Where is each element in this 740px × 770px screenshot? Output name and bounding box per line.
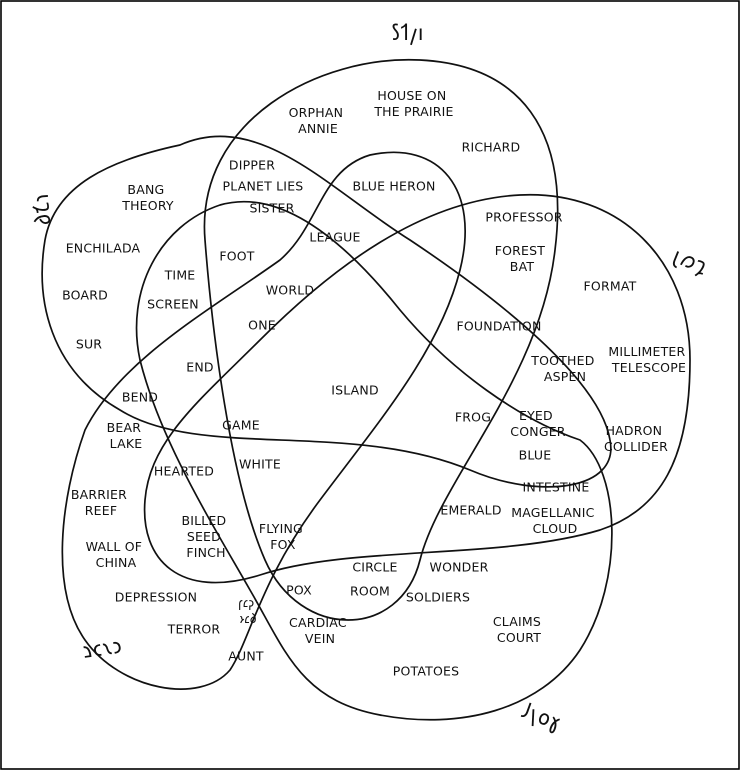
region-label: FORMAT [584,279,637,294]
region-label: ORPHAN ANNIE [289,105,348,136]
region-label: 𐑞𐑲𐑬 𐑒𐑲𐑓 [235,598,256,629]
region-label: BILLED SEED FINCH [181,513,230,560]
region-label: HOUSE ON THE PRAIRIE [373,88,453,119]
region-label: ONE [248,318,276,333]
region-label: END [186,360,213,375]
region-label: PROFESSOR [485,210,562,225]
region-label: HEARTED [154,464,214,479]
set-curve-left [41,135,612,488]
region-label: POTATOES [393,664,460,679]
region-label: TERROR [167,622,221,637]
region-label: EYED CONGER [510,408,566,439]
set-curve-top [203,58,559,621]
region-label: FLYING FOX [259,521,307,552]
region-label: WONDER [430,560,489,575]
region-label: FROG [455,410,491,425]
region-label: MAGELLANIC CLOUD [511,505,598,536]
region-label: HADRON COLLIDER [604,423,668,454]
region-label: POX [286,583,312,598]
region-label: SCREEN [147,297,199,312]
region-label: CIRCLE [352,560,397,575]
set-curve-bottom-right [135,200,613,721]
region-label: TIME [164,268,196,283]
region-label: GAME [222,418,260,433]
region-label: WHITE [239,457,281,472]
set-label-top: 𐑕𐑑𐑢𐑦 [391,21,424,46]
region-label: BLUE [519,448,552,463]
region-label: FOREST BAT [495,243,550,274]
region-label: INTESTINE [523,480,590,495]
set-label-right: 𐑚𐑼𐑡 [669,243,711,279]
set-label-left: 𐑔𐑗𐑪 [29,192,56,226]
set-curve-bottom-left [61,151,466,690]
region-label: ENCHILADA [66,241,141,256]
region-label: ROOM [350,584,390,599]
region-label: SUR [76,337,102,352]
region-label: DEPRESSION [115,590,197,605]
region-labels: ORPHAN ANNIE HOUSE ON THE PRAIRIE RICHAR… [62,88,689,679]
region-label: WORLD [266,283,314,298]
region-label: MILLIMETER TELESCOPE [608,344,689,375]
region-label: DIPPER [229,158,275,173]
region-label: WALL OF CHINA [86,539,147,570]
region-label: BARRIER REEF [71,487,131,518]
region-label: ISLAND [331,383,379,398]
region-label: RICHARD [462,140,521,155]
region-label: CLAIMS COURT [493,614,545,645]
region-label: PLANET LIES [223,179,304,194]
region-label: AUNT [228,649,264,664]
region-label: BEAR LAKE [107,420,146,451]
region-label: LEAGUE [309,230,360,245]
region-label: BEND [122,390,158,405]
set-label-bottom-left: 𐑤𐑯𐑮𐑱 [81,636,124,665]
region-label: EMERALD [440,503,501,518]
region-label: FOOT [219,249,254,264]
region-label: BANG THEORY [121,182,174,213]
region-label: BLUE HERON [352,179,435,194]
region-label: CARDIAC VEIN [289,615,351,646]
set-label-bottom-right: 𐑙𐑴𐑘𐑝 [517,701,562,737]
region-label: FOUNDATION [456,319,541,334]
region-label: SOLDIERS [406,590,470,605]
region-label: TOOTHED ASPEN [530,353,598,384]
region-label: BOARD [62,288,108,303]
region-label: SISTER [250,201,295,216]
